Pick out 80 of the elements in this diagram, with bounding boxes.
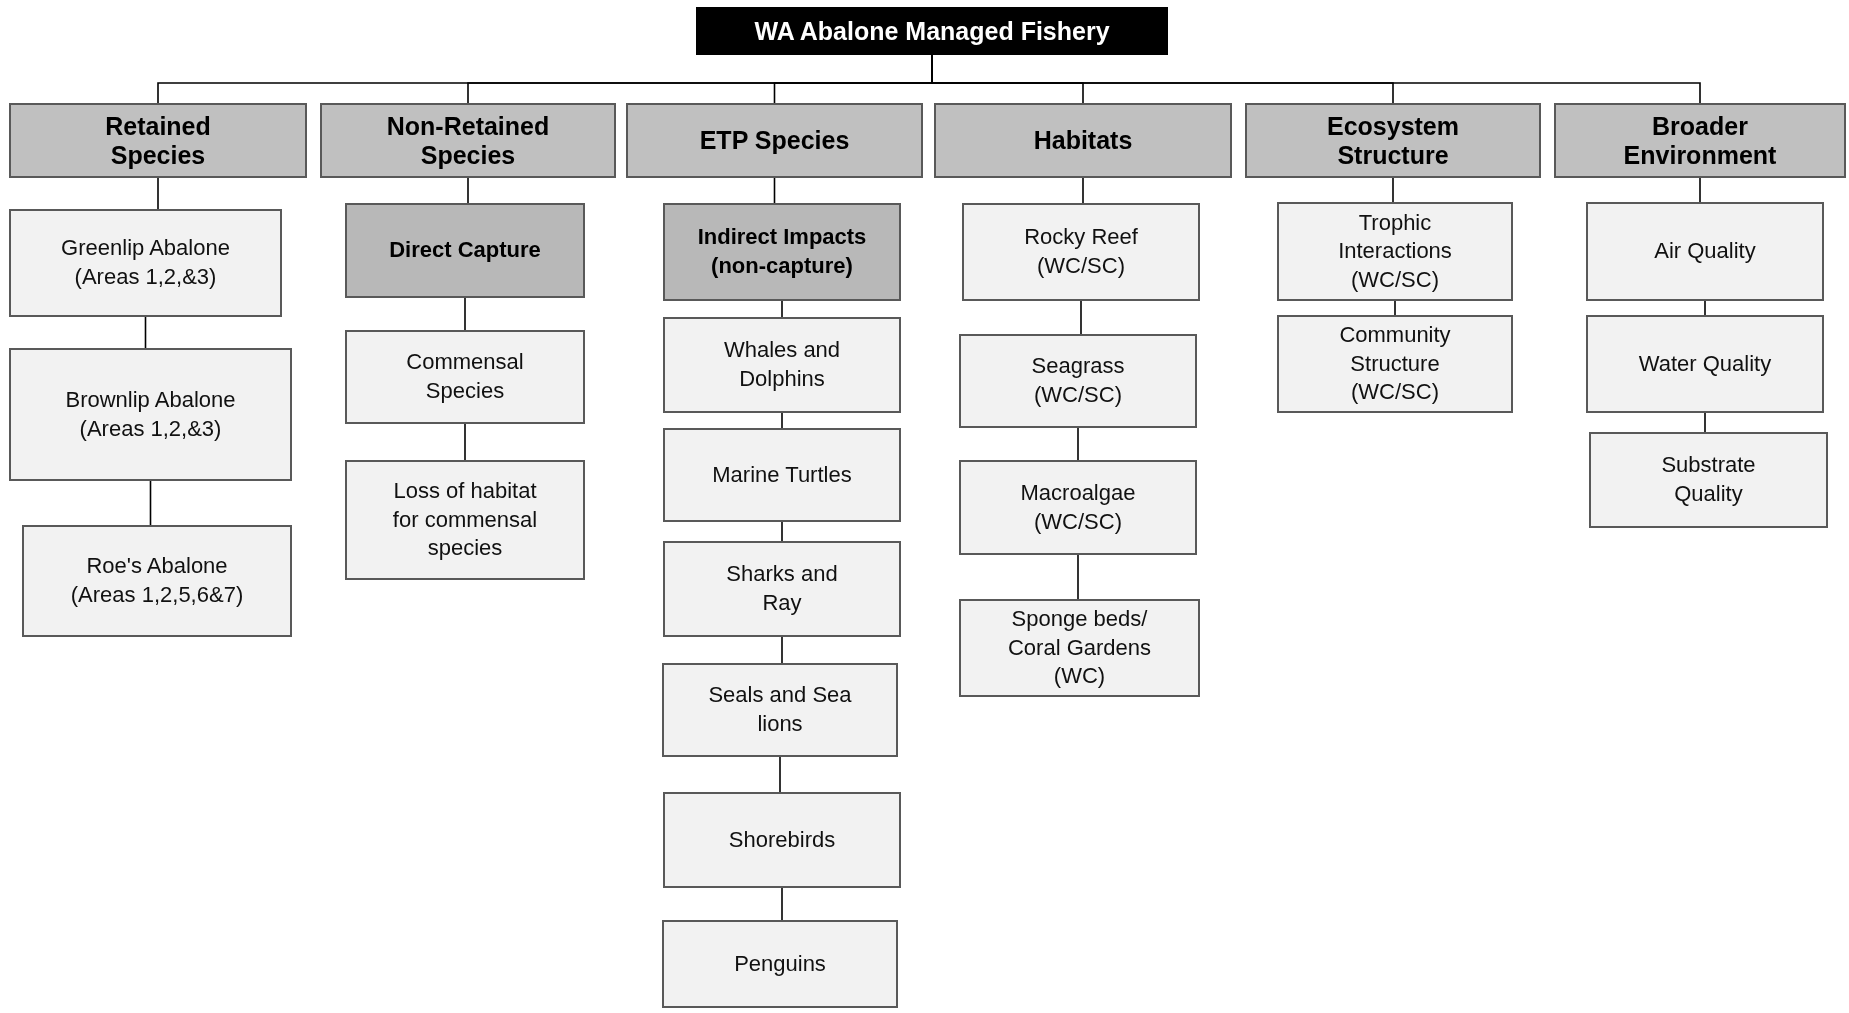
item-box (662, 920, 898, 1008)
category-box (934, 103, 1232, 178)
category-box (1554, 103, 1846, 178)
connector-line (1080, 300, 1082, 335)
node-label: Commensal Species (405, 348, 525, 405)
connector-line (1077, 427, 1079, 461)
item-box (345, 330, 585, 424)
connector-line (781, 300, 783, 318)
item-box (962, 203, 1200, 301)
item-box (9, 209, 282, 317)
connector-line (781, 887, 783, 921)
node-label: Community Structure (WC/SC) (1338, 321, 1452, 407)
node-label: Penguins (734, 949, 826, 978)
item-box (9, 348, 292, 481)
item-box (959, 599, 1200, 697)
node-label: Marine Turtles (712, 460, 852, 489)
connector-line (144, 316, 147, 349)
node-label: Water Quality (1638, 349, 1772, 378)
item-box (1586, 315, 1824, 413)
connector-line (1704, 300, 1706, 316)
connector-line (467, 177, 469, 204)
connector-line (1392, 177, 1394, 203)
item-box (663, 792, 901, 888)
node-label: Broader Environment (1622, 111, 1778, 170)
item-box (1277, 202, 1513, 301)
subcategory-box (663, 203, 901, 301)
node-label: ETP Species (699, 126, 850, 155)
item-box (1589, 432, 1828, 528)
category-box (626, 103, 923, 178)
connector-line (1394, 300, 1396, 316)
node-label: Substrate Quality (1660, 451, 1757, 508)
connector-line (1704, 412, 1706, 433)
node-label: Greenlip Abalone (Areas 1,2,&3) (60, 234, 231, 291)
category-box (9, 103, 307, 178)
node-label: Whales and Dolphins (722, 336, 842, 393)
connector-line (157, 177, 159, 210)
node-label: Loss of habitat for commensal species (391, 477, 539, 563)
item-box (22, 525, 292, 637)
node-label: WA Abalone Managed Fishery (754, 16, 1110, 46)
connector-line (464, 423, 466, 461)
connector-line (149, 480, 152, 526)
connector-line (773, 177, 776, 204)
node-label: Brownlip Abalone (Areas 1,2,&3) (64, 385, 237, 443)
item-box (663, 428, 901, 522)
node-label: Habitats (1033, 126, 1133, 155)
node-label: Trophic Interactions (WC/SC) (1337, 208, 1453, 294)
category-box (1245, 103, 1541, 178)
item-box (959, 334, 1197, 428)
item-box (345, 460, 585, 580)
node-label: Retained Species (104, 111, 212, 170)
item-box (1586, 202, 1824, 301)
connector-line (464, 297, 466, 331)
node-label: Ecosystem Structure (1326, 111, 1460, 170)
connector-line (1699, 177, 1701, 203)
node-label: Roe's Abalone (Areas 1,2,5,6&7) (69, 552, 245, 609)
category-box (320, 103, 616, 178)
connector-line (781, 521, 783, 542)
connector-line (1082, 177, 1084, 204)
node-label: Seals and Sea lions (707, 681, 853, 738)
root-box (696, 7, 1168, 55)
node-label: Macroalgae (WC/SC) (1019, 478, 1137, 536)
item-box (1277, 315, 1513, 413)
node-label: Non-Retained Species (385, 111, 551, 170)
node-label: Sponge beds/ Coral Gardens (WC) (1006, 605, 1153, 691)
connector-line (781, 636, 783, 664)
node-label: Seagrass (WC/SC) (1030, 352, 1126, 409)
item-box (959, 460, 1197, 555)
node-label: Direct Capture (389, 236, 541, 265)
node-label: Indirect Impacts (non-capture) (696, 223, 868, 280)
item-box (663, 541, 901, 637)
connector-line (779, 756, 781, 793)
item-box (662, 663, 898, 757)
connector-line (1077, 554, 1079, 600)
subcategory-box (345, 203, 585, 298)
node-label: Air Quality (1654, 237, 1756, 266)
node-label: Rocky Reef (WC/SC) (1023, 223, 1139, 280)
node-label: Sharks and Ray (725, 560, 839, 617)
node-label: Shorebirds (728, 825, 836, 854)
item-box (663, 317, 901, 413)
connector-line (781, 412, 783, 429)
